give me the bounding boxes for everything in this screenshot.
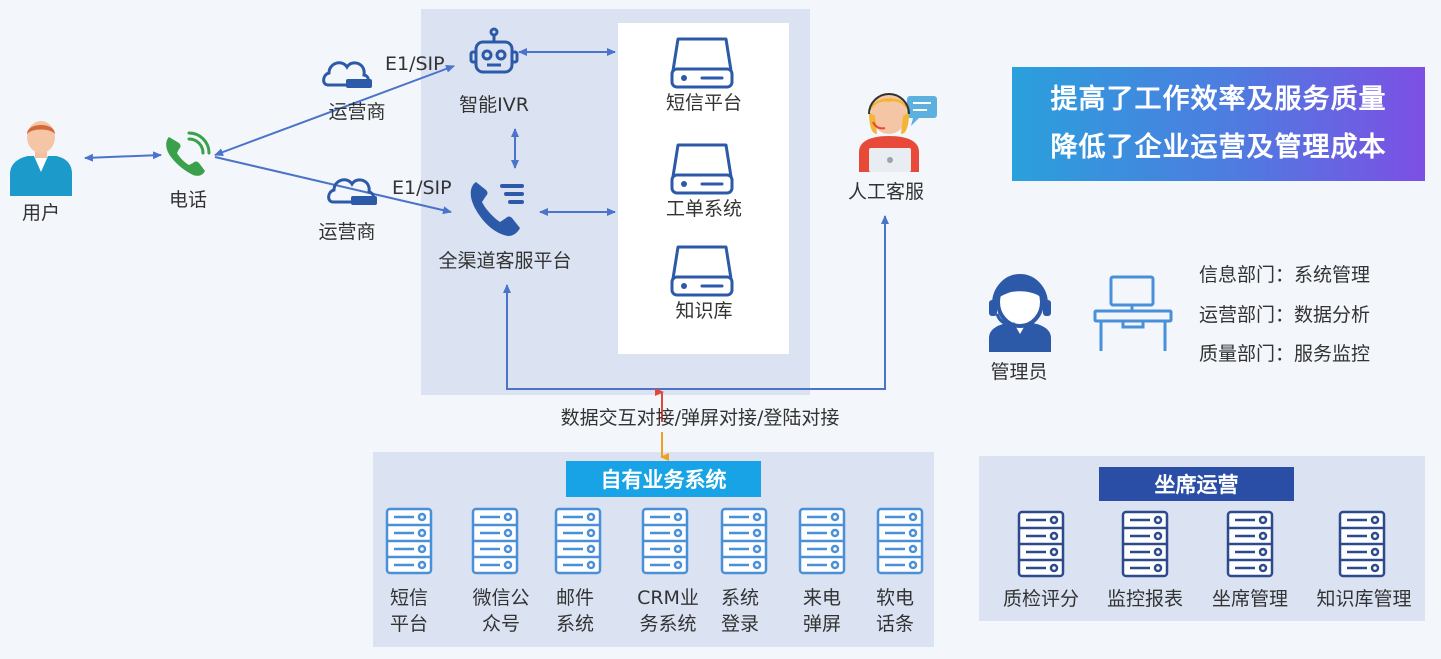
- user-icon: [10, 121, 72, 196]
- integration-label: 数据交互对接/弹屏对接/登陆对接: [560, 407, 840, 429]
- carrier-top-protocol: E1/SIP: [385, 53, 445, 75]
- agent-label: 人工客服: [847, 181, 925, 203]
- own-systems-title: 自有业务系统: [566, 461, 761, 497]
- cloud-icon-top: [322, 61, 374, 90]
- carrier-bottom-protocol: E1/SIP: [392, 177, 452, 199]
- seat-ops-title: 坐席运营: [1099, 467, 1294, 501]
- phone-icon: [166, 131, 211, 176]
- user-label: 用户: [21, 202, 61, 224]
- admin-icon: [989, 274, 1051, 352]
- service-label-ticket: 工单系统: [665, 198, 743, 220]
- seat-ops-item: 监控报表: [1106, 588, 1184, 610]
- department-ops: 运营部门：数据分析: [1199, 304, 1371, 326]
- own-system-item: 软电 话条: [875, 587, 915, 635]
- own-system-item: CRM业 务系统: [637, 587, 699, 635]
- agent-icon: [859, 93, 937, 172]
- cloud-icon-bottom: [327, 178, 379, 207]
- banner-line-1: 提高了工作效率及服务质量: [1050, 84, 1387, 115]
- own-system-item: 来电 弹屏: [802, 587, 842, 635]
- seat-ops-item: 质检评分: [1002, 588, 1080, 610]
- seat-ops-item: 知识库管理: [1316, 588, 1412, 610]
- own-system-item: 短信 平台: [389, 587, 429, 635]
- ivr-label: 智能IVR: [459, 94, 529, 116]
- own-system-item: 系统 登录: [720, 587, 760, 635]
- phone-label: 电话: [168, 189, 208, 211]
- banner-line-2: 降低了企业运营及管理成本: [1050, 132, 1387, 163]
- admin-label: 管理员: [990, 361, 1048, 383]
- service-label-knowledge: 知识库: [675, 300, 733, 322]
- platform-label: 全渠道客服平台: [438, 250, 572, 272]
- department-quality: 质量部门：服务监控: [1199, 343, 1371, 365]
- benefit-banner: 提高了工作效率及服务质量 降低了企业运营及管理成本: [1012, 67, 1425, 181]
- own-system-item: 邮件 系统: [555, 587, 595, 635]
- carrier-top-label: 运营商: [328, 101, 386, 123]
- desk-computer-icon: [1093, 275, 1173, 351]
- seat-ops-item: 坐席管理: [1211, 588, 1289, 610]
- own-system-item: 微信公 众号: [472, 587, 530, 635]
- department-info: 信息部门：系统管理: [1199, 264, 1371, 286]
- carrier-bottom-label: 运营商: [318, 221, 376, 243]
- service-label-sms: 短信平台: [665, 92, 743, 114]
